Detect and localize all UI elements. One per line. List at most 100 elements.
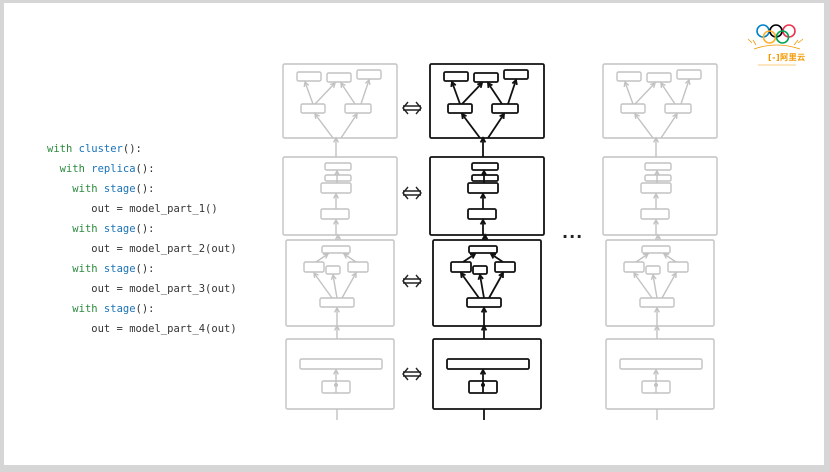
arrow-head [654,233,662,240]
arrow-head [633,271,639,279]
arrow-head [481,233,489,240]
layer-box [296,71,322,82]
olympic-rings-icon [747,24,804,66]
arrow-head [672,112,678,120]
edge-arrow [360,79,370,105]
edge-arrow [507,79,517,105]
edge-arrow [313,272,333,299]
layer-box [466,297,502,308]
edge-arrow [315,253,329,263]
layer-box [472,265,488,275]
arrow-head [652,218,660,225]
edge-arrow [304,81,314,105]
code-line: out = model_part_2(out) [47,239,236,259]
arrow-head [415,274,422,288]
edge-arrow [624,81,634,105]
layer-box [299,358,383,370]
code-text: out = model_part_1() [91,203,218,215]
layer-box [319,297,355,308]
stage-box [285,338,395,410]
code-text: (): [135,303,155,315]
arrow-head [653,169,661,176]
arrow-head [402,367,409,381]
junction-dot [334,383,338,387]
edge-arrow [341,272,357,299]
arrow-head [333,324,341,331]
code-function: stage [103,183,136,195]
arrow-head [499,112,506,120]
code-line: with stage(): [47,179,237,199]
stage-box [429,63,545,139]
arrow-head [652,192,660,199]
layer-box [320,208,350,220]
layer-box [646,72,672,83]
arrow-head [498,271,504,279]
layer-box [494,261,516,273]
arrow-head [334,233,342,240]
edge-arrow [652,274,658,299]
layer-box [356,69,382,80]
edge-arrow [635,253,649,263]
stage-box [429,156,545,236]
arrow-head [332,192,340,199]
layer-box [620,103,646,114]
arrow-head [477,273,484,281]
code-line: out = model_part_1() [47,199,237,219]
edge-arrow [633,272,653,299]
double-arrow-icon [402,186,422,200]
layer-box [619,358,703,370]
arrow-head [402,274,409,288]
arrow-head [671,271,677,279]
layer-box [503,69,529,80]
arrow-head [415,367,422,381]
arrow-head [511,78,518,86]
code-keyword: with [47,143,73,155]
edge-arrow [314,82,336,105]
code-text: out = model_part_4(out) [91,323,237,335]
code-function: stage [103,263,136,275]
layer-box [473,72,499,83]
edge-arrow [663,253,677,263]
code-line: out = model_part_4(out) [47,319,237,339]
arrow-head [415,186,422,200]
arrow-head [364,78,371,86]
layer-box [645,265,661,275]
arrow-head [479,218,487,225]
layer-box [325,265,341,275]
code-keyword: with [59,163,85,175]
layer-box [471,162,499,171]
layer-box [347,261,369,273]
arrow-head [469,252,477,259]
code-line: with stage(): [47,299,237,319]
layer-box [667,261,689,273]
stage-box [602,63,718,139]
arrow-head [479,192,487,199]
edge-arrow [479,274,485,299]
code-function: replica [91,163,136,175]
arrow-head [623,80,630,88]
arrow-head [330,81,337,89]
layer-box [644,162,672,171]
code-text: (): [135,183,155,195]
edge-arrow [490,253,504,263]
arrow-head [476,81,484,89]
layer-box [324,162,352,171]
arrow-head [652,368,660,375]
double-arrow-icon [402,367,422,381]
layer-box [443,71,469,82]
replica-faded-right [602,63,718,420]
code-keyword: with [72,223,98,235]
edge-arrow [661,272,677,299]
arrow-head [340,81,346,89]
arrow-head [351,271,357,279]
stage-box [602,156,718,236]
layer-box [467,208,497,220]
arrow-head [684,78,691,86]
arrow-head [415,101,422,115]
double-arrow-icon [402,101,422,115]
layer-box [640,182,672,194]
layer-box [644,174,672,182]
code-line: with replica(): [47,159,237,179]
code-function: stage [103,303,136,315]
